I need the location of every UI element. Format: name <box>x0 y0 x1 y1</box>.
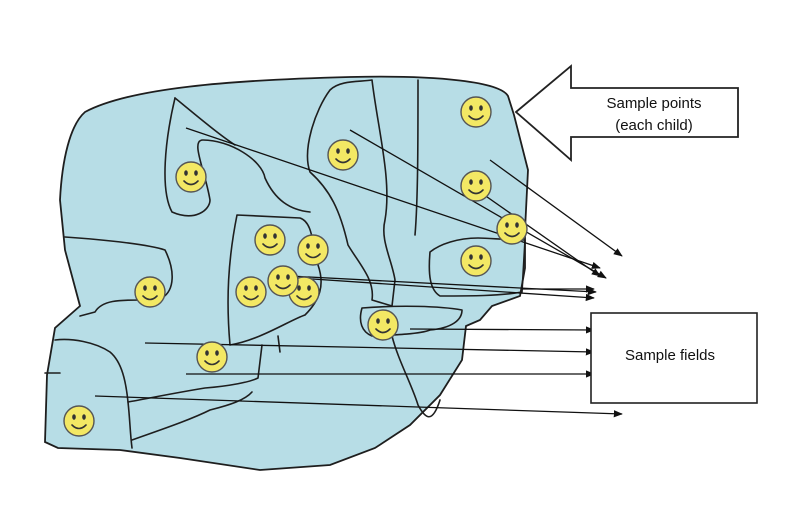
sample-points-label-line1: Sample points <box>606 95 701 112</box>
smiley-face-icon <box>297 234 329 266</box>
smiley-face-icon <box>460 170 492 202</box>
field-boundary <box>306 79 396 307</box>
smiley-face-icon <box>496 213 528 245</box>
sample-points-arrow-shape <box>514 64 739 162</box>
sample-arrow <box>297 277 595 302</box>
smiley-face-icon <box>196 341 228 373</box>
sample-arrow <box>489 159 623 257</box>
sample-fields-box <box>590 312 758 404</box>
sample-arrow <box>409 326 595 334</box>
sample-arrow <box>469 184 601 277</box>
sample-fields-label: Sample fields <box>625 347 715 364</box>
field-boundary <box>391 335 441 418</box>
smiley-face-icon <box>460 245 492 277</box>
smiley-face-icon <box>254 224 286 256</box>
field-boundary <box>131 391 253 441</box>
sample-fields-callout: Sample fields <box>590 312 758 404</box>
smiley-face-icon <box>175 161 207 193</box>
field-boundary <box>277 335 281 353</box>
sample-arrow <box>94 395 623 418</box>
smiley-face-icon <box>327 139 359 171</box>
field-boundary <box>164 97 311 217</box>
smiley-face-icon <box>63 405 95 437</box>
smiley-face-icon <box>460 96 492 128</box>
field-boundary <box>414 79 419 236</box>
sample-points-label-line2: (each child) <box>615 117 693 134</box>
smiley-face-icon <box>367 309 399 341</box>
field-boundary <box>64 236 173 317</box>
field-boundary <box>174 97 236 146</box>
smiley-face-icon <box>267 265 299 297</box>
smiley-face-icon <box>235 276 267 308</box>
field-boundary <box>428 237 526 297</box>
sample-points-callout: Sample points (each child) <box>514 64 739 162</box>
field-boundary <box>54 338 133 449</box>
children-faces <box>63 96 528 437</box>
sample-arrow <box>185 127 601 269</box>
sample-arrow <box>349 129 607 279</box>
smiley-face-icon <box>134 276 166 308</box>
